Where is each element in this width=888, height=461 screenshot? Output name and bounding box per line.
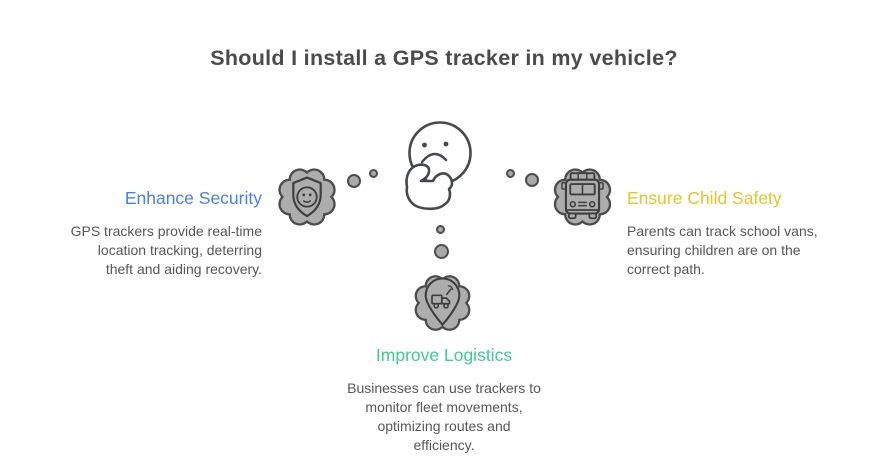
child-safety-body: Parents can track school vans, ensuring … bbox=[627, 223, 818, 277]
logistics-thought-cloud bbox=[414, 275, 471, 331]
security-thought-cloud bbox=[278, 168, 336, 226]
face-left-eye bbox=[422, 142, 427, 148]
thinking-face-icon bbox=[405, 121, 472, 211]
section-enhance-security: Enhance Security GPS trackers provide re… bbox=[42, 187, 262, 279]
security-body: GPS trackers provide real-time location … bbox=[70, 223, 262, 277]
child-safety-thought-cloud bbox=[553, 168, 612, 226]
school-bus-icon bbox=[561, 172, 604, 220]
section-ensure-child-safety: Ensure Child Safety Parents can track sc… bbox=[627, 187, 839, 279]
thought-dot bbox=[506, 169, 515, 178]
thought-dot bbox=[347, 174, 361, 188]
face-frown bbox=[420, 152, 448, 164]
thought-dot bbox=[434, 244, 449, 259]
thought-dot bbox=[436, 225, 445, 234]
child-safety-heading: Ensure Child Safety bbox=[627, 188, 782, 208]
security-heading: Enhance Security bbox=[124, 188, 262, 208]
logistics-heading: Improve Logistics bbox=[375, 345, 513, 365]
thinking-hand bbox=[405, 163, 454, 211]
face-right-eye bbox=[443, 141, 449, 147]
thought-dot bbox=[369, 169, 378, 178]
truck-location-pin-icon bbox=[424, 277, 461, 327]
page-title: Should I install a GPS tracker in my veh… bbox=[210, 46, 678, 70]
thought-dot bbox=[525, 173, 539, 187]
shield-face-icon bbox=[292, 176, 322, 218]
logistics-body: Businesses can use trackers to monitor f… bbox=[347, 380, 541, 453]
section-improve-logistics: Improve Logistics Businesses can use tra… bbox=[284, 344, 604, 455]
